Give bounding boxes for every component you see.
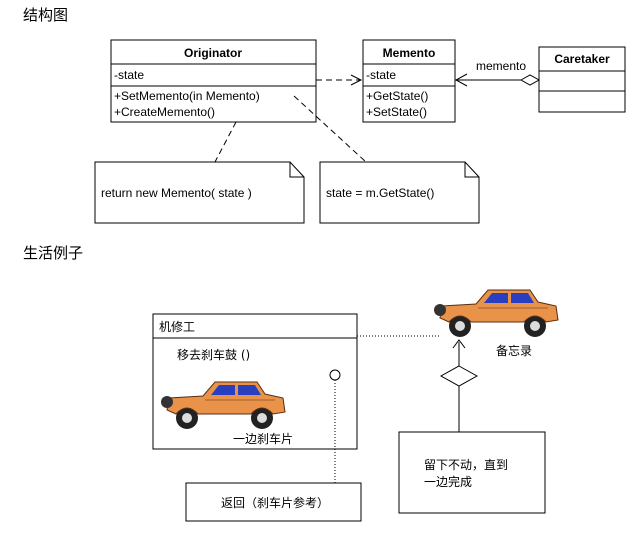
caretaker-name: Caretaker (554, 52, 610, 66)
association-label: memento (476, 59, 526, 73)
originator-class: Originator -state +SetMemento(in Memento… (110, 39, 317, 123)
mechanic-operation: 移去刹车鼓 () (177, 347, 250, 362)
aggregation-arrow-example (439, 339, 479, 432)
note-set-text: state = m.GetState() (326, 186, 434, 200)
structure-heading: 结构图 (23, 6, 69, 24)
memento-car-caption: 备忘录 (496, 343, 532, 358)
car-image-memento (433, 289, 559, 338)
caretaker-class: Caretaker (538, 46, 626, 113)
example-heading: 生活例子 (23, 244, 84, 262)
originator-attribute: -state (114, 68, 144, 82)
originator-method: +SetMemento(in Memento) (114, 89, 260, 103)
originator-method: +CreateMemento() (114, 105, 215, 119)
note-wait-line: 留下不动，直到 (424, 458, 508, 472)
note-connector (214, 121, 237, 163)
note-set-state: state = m.GetState() (319, 161, 480, 224)
memento-method: +SetState() (366, 105, 427, 119)
note-connector (293, 95, 367, 163)
return-box-text: 返回（刹车片参考） (221, 495, 329, 510)
note-wait-line: 一边完成 (424, 474, 472, 489)
memento-name: Memento (383, 46, 436, 60)
return-box: 返回（刹车片参考） (185, 482, 362, 522)
originator-name: Originator (184, 46, 242, 60)
mechanic-name: 机修工 (159, 319, 195, 334)
port-circle (329, 369, 341, 381)
mechanic-car-caption: 一边刹车片 (233, 431, 293, 446)
memento-method: +GetState() (366, 89, 428, 103)
note-create-memento: return new Memento( state ) (94, 161, 305, 224)
memento-attribute: -state (366, 68, 396, 82)
note-create-text: return new Memento( state ) (101, 186, 252, 200)
memento-class: Memento -state +GetState() +SetState() (362, 39, 456, 123)
aggregation-arrow: memento (454, 59, 541, 87)
note-wait-box: 留下不动，直到 一边完成 (398, 431, 546, 514)
dependency-arrow (316, 74, 363, 86)
